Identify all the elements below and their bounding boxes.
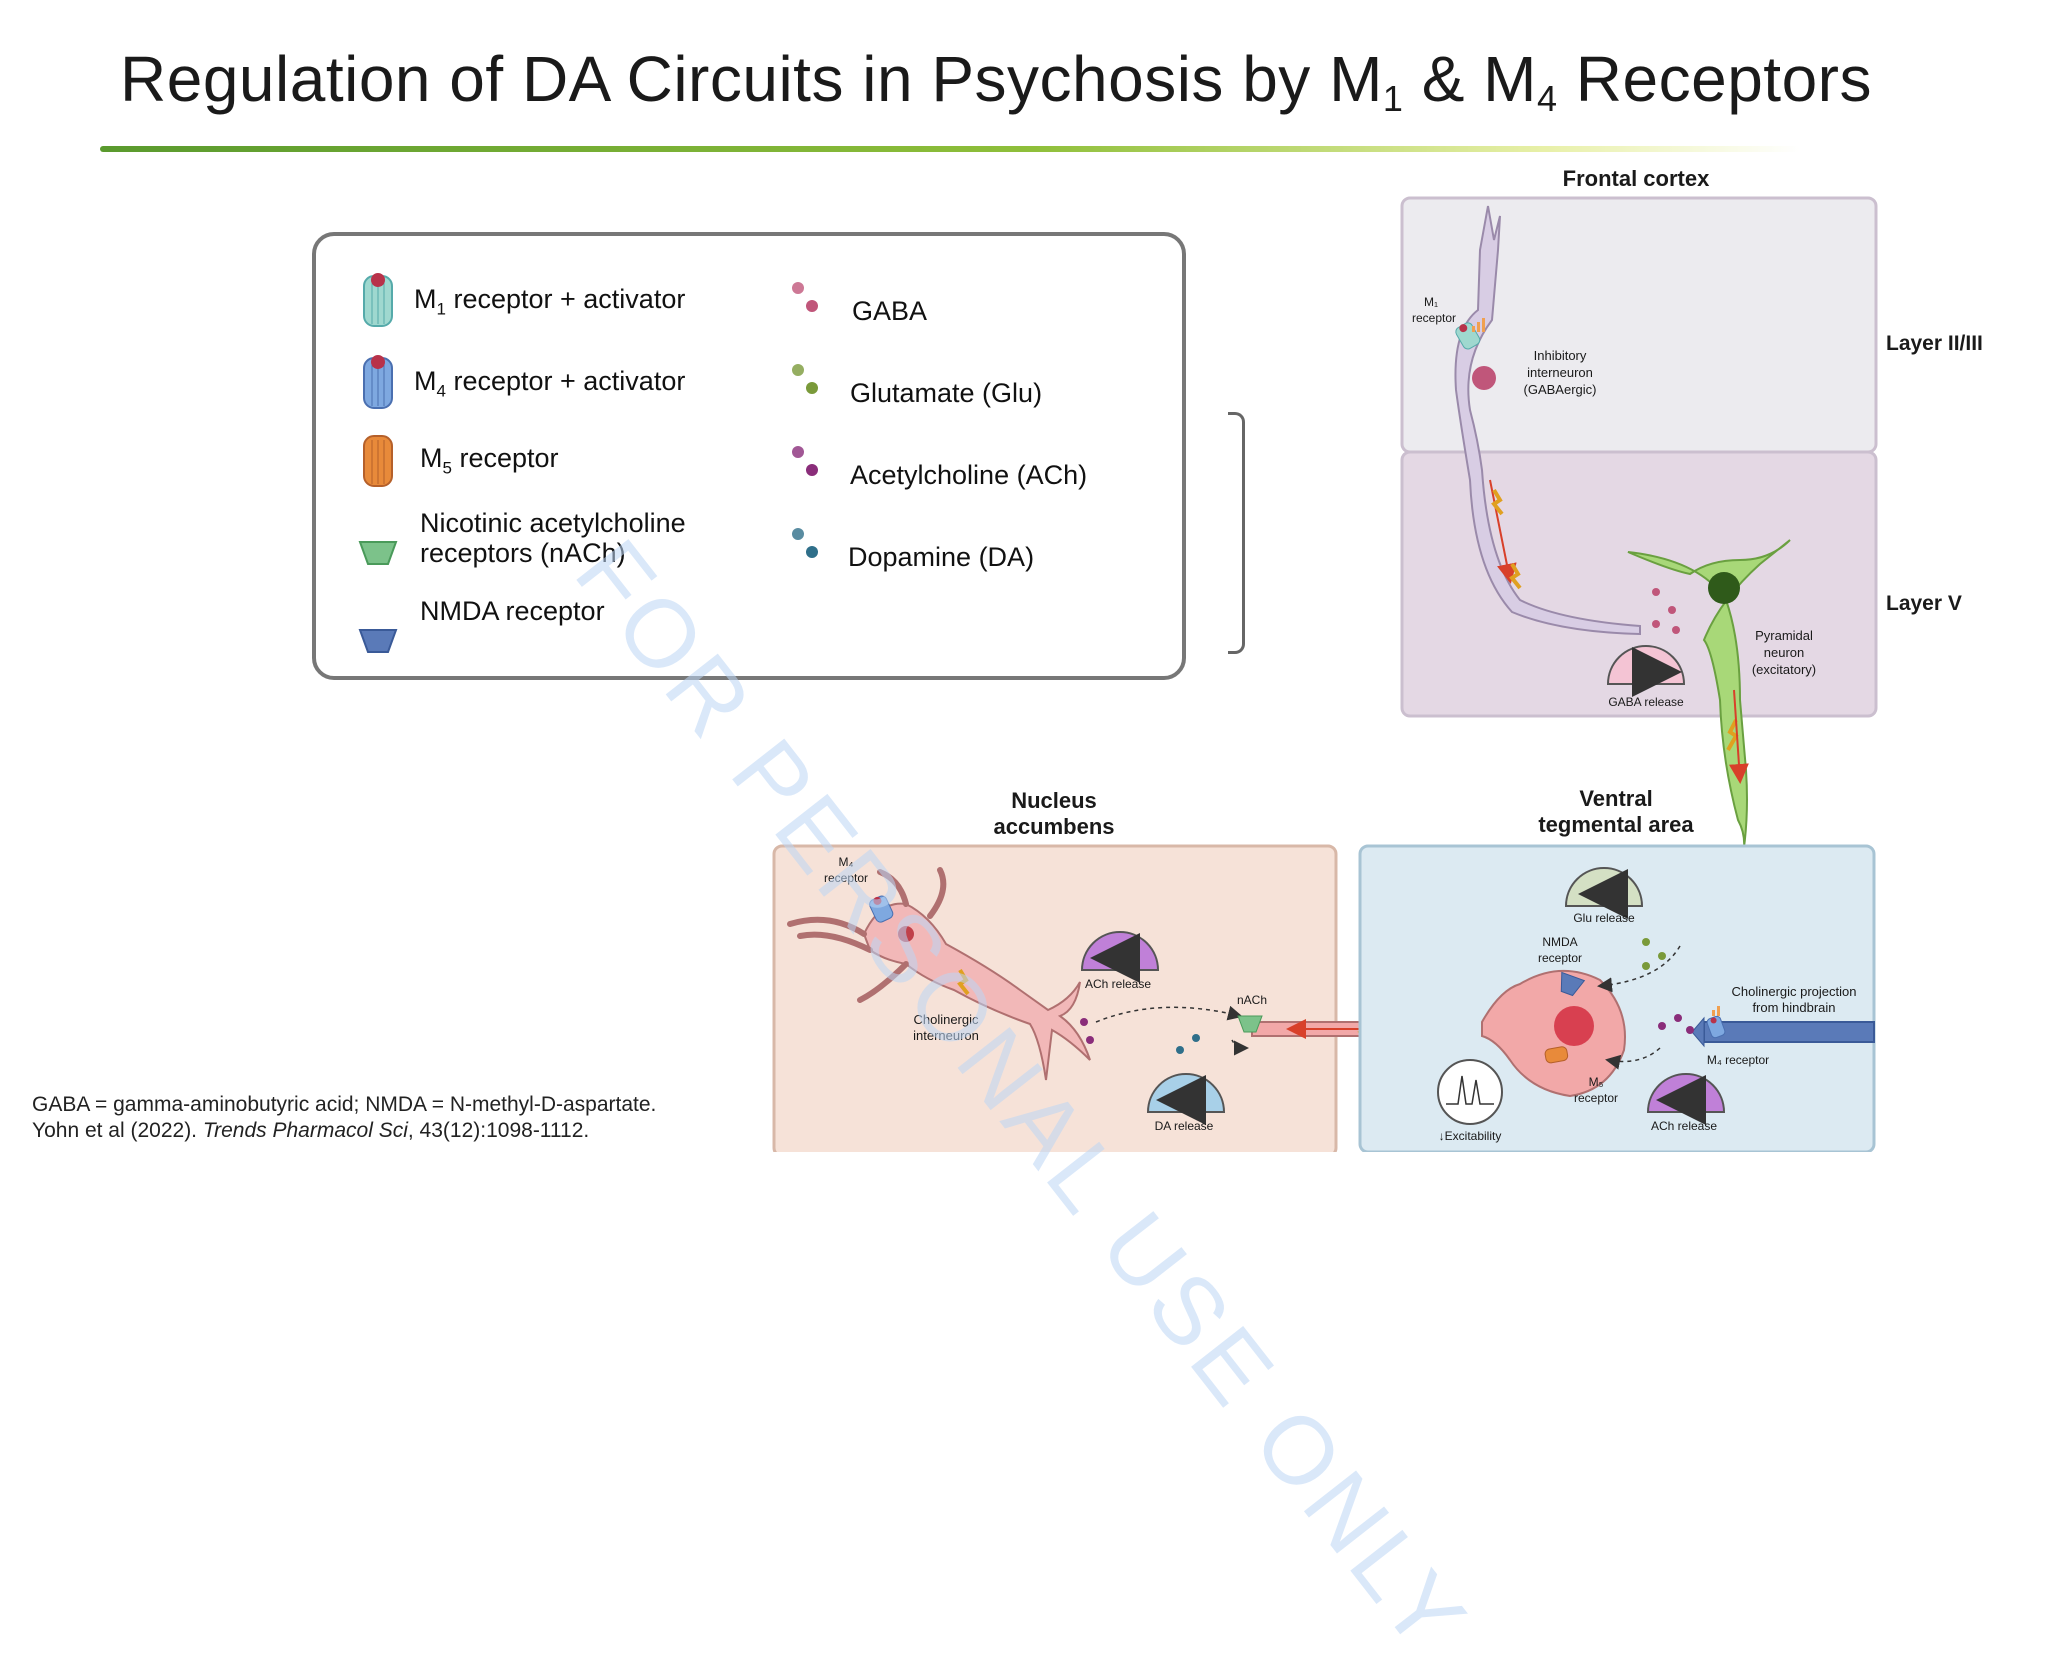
legend-acetylcholine-label: Acetylcholine (ACh) [850, 460, 1088, 490]
m5-receptor-icon [363, 435, 393, 487]
ach-dots-nac [1080, 1018, 1094, 1044]
glutamate-dots-icon [792, 364, 818, 394]
legend-m5-label: M5 receptor [420, 443, 559, 478]
gaba-dots [1652, 588, 1680, 634]
nach-label: nACh [1237, 993, 1267, 1007]
ach-to-m5-arrow [1605, 1047, 1661, 1070]
da-dots [1176, 1034, 1200, 1054]
da-release-gauge [1146, 1073, 1226, 1125]
nmda-receptor-icon [358, 629, 398, 653]
da-arrow [1231, 1039, 1249, 1056]
ach-dots-vta [1658, 1014, 1694, 1034]
m4-receptor-icon [363, 355, 393, 409]
cholinergic-interneuron [787, 867, 1091, 1081]
ach-release-gauge-nac [1080, 931, 1160, 983]
m4-receptor-on-cholinergic [869, 895, 894, 923]
frontal-cortex-label: Frontal cortex [1563, 166, 1710, 191]
legend-m4-label: M4 receptor + activator [414, 366, 686, 401]
acetylcholine-dots-icon [792, 446, 818, 476]
legend-glutamate-label: Glutamate (Glu) [850, 378, 1043, 408]
legend-nmda-label: NMDA receptor [420, 596, 605, 626]
gaba-dots-icon [792, 282, 818, 312]
layer-5-label: Layer V [1886, 592, 1962, 615]
legend-gaba-label: GABA [852, 296, 928, 326]
da-release-label: DA release [1155, 1119, 1214, 1133]
legend-nach-label-1: Nicotinic acetylcholine [420, 508, 686, 538]
nmda-receptor [1560, 971, 1586, 997]
interneuron-nucleus [1472, 366, 1496, 390]
m1-receptor-icon [363, 273, 393, 327]
dopamine-dots-icon [792, 528, 818, 558]
glu-to-nmda-arrow [1597, 945, 1681, 993]
m4-receptor-on-projection [1706, 1015, 1726, 1039]
glu-dots [1642, 938, 1666, 970]
footnote: GABA = gamma-aminobutyric acid; NMDA = N… [32, 1092, 656, 1144]
legend-bracket [1228, 412, 1245, 654]
nach-receptor-icon [358, 541, 398, 565]
inhibitory-interneuron [1454, 205, 1641, 636]
glu-release-label: Glu release [1573, 911, 1635, 925]
frontal-cortex-panel: Frontal cortex Layer II/III Layer V [1400, 166, 1983, 718]
ach-release-gauge-vta [1646, 1073, 1726, 1125]
legend-dopamine-label: Dopamine (DA) [848, 542, 1035, 572]
title-underline [100, 146, 1800, 152]
m5-receptor-on-da [1544, 1046, 1569, 1064]
layer-2-3-label: Layer II/III [1886, 332, 1983, 355]
gaba-release-label: GABA release [1608, 695, 1684, 709]
ach-release-nac-label: ACh release [1085, 977, 1151, 991]
m4-signal-icon [1712, 1006, 1720, 1016]
legend-box: M1 receptor + activator M4 receptor + ac… [312, 232, 1186, 680]
gaba-release-gauge [1606, 645, 1686, 697]
excitability-trace [1437, 1059, 1503, 1125]
cholinergic-projection [1691, 1016, 1875, 1048]
dopamine-neuron [1481, 970, 1626, 1098]
legend-icons-left [358, 273, 398, 653]
legend-m1-label: M1 receptor + activator [414, 284, 686, 319]
slide-title: Regulation of DA Circuits in Psychosis b… [120, 43, 1872, 119]
glu-release-gauge [1564, 867, 1644, 919]
m1-signal-icon [1472, 318, 1485, 332]
legend-nach-label-2: receptors (nACh) [420, 538, 626, 568]
m4-receptor-vta-label: M₄ receptor [1707, 1053, 1769, 1067]
ach-release-vta-label: ACh release [1651, 1119, 1717, 1133]
nach-receptor [1237, 1015, 1263, 1033]
legend-icons-right [792, 282, 818, 558]
footnote-abbreviations: GABA = gamma-aminobutyric acid; NMDA = N… [32, 1093, 657, 1116]
footnote-citation: Yohn et al (2022). Trends Pharmacol Sci,… [32, 1119, 590, 1142]
excitability-label: ↓Excitability [1439, 1129, 1502, 1143]
